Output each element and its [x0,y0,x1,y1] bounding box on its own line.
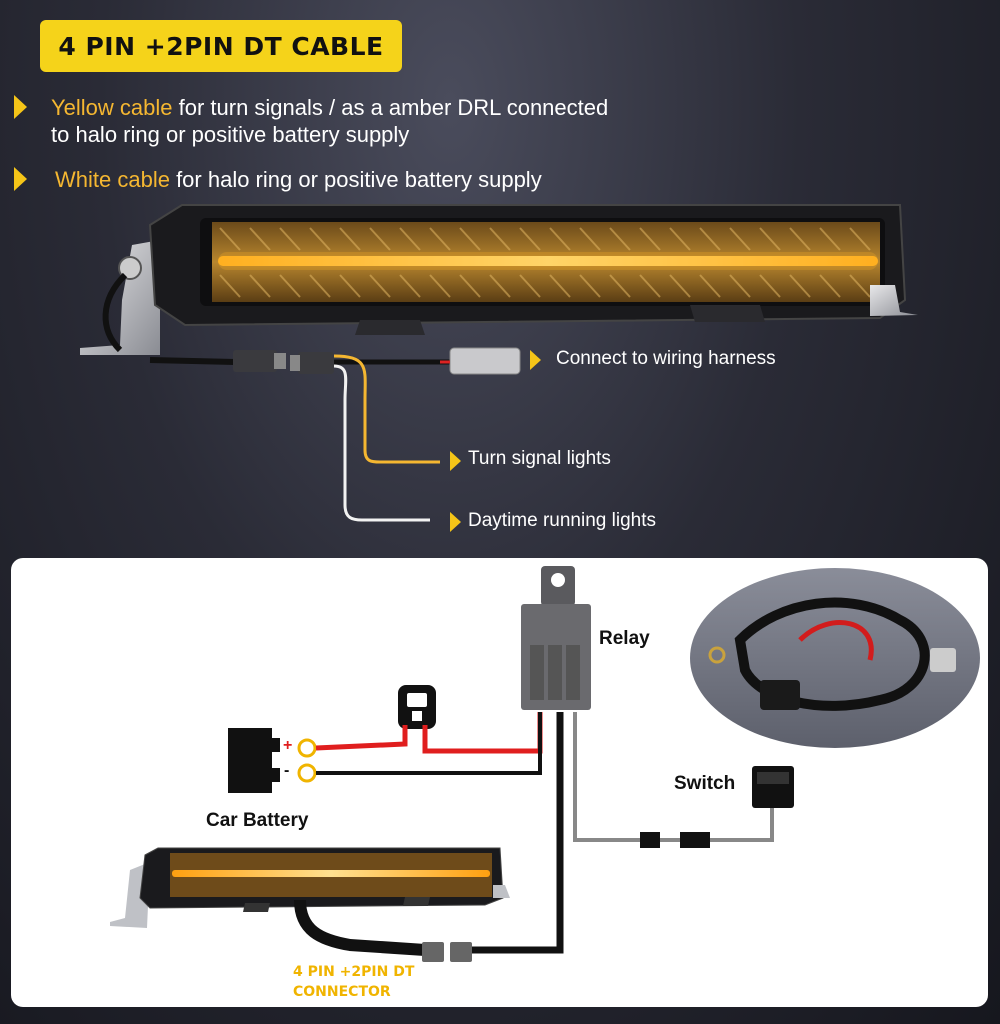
bullet-yellow-cable-line2: to halo ring or positive battery supply [51,122,410,147]
page-title: 4 PIN +2PIN DT CABLE [58,31,384,61]
black-wire-ground [316,712,542,775]
drl-strip [218,256,878,266]
diagram-light-bar [110,847,510,928]
connector-label: 4 PIN +2PIN DT CONNECTOR [293,962,414,1002]
yellow-wire [333,354,440,464]
white-wire [333,364,430,522]
switch-icon [752,766,794,808]
callout-arrow-icon [530,350,541,370]
yellow-cable-text: for turn signals / as a amber DRL connec… [172,95,609,120]
yellow-cable-highlight: Yellow cable [51,95,173,120]
title-badge: 4 PIN +2PIN DT CABLE [40,20,402,72]
dt-connector-male [233,350,277,372]
light-bar-cable [294,899,426,956]
switch-wire [573,712,774,842]
bullet-arrow-icon [14,95,27,119]
dt-connector-female [298,352,334,374]
light-bar-illustration [80,204,918,522]
callout-arrow-icon [450,512,461,532]
white-cable-highlight: White cable [55,167,170,192]
switch-label: Switch [674,773,736,794]
callout-drl: Daytime running lights [468,510,656,531]
callout-turn-signal: Turn signal lights [468,448,611,469]
fuse-icon [398,685,436,729]
car-battery-label: Car Battery [206,810,309,831]
callout-arrow-icon [450,451,461,471]
car-battery-icon [228,728,280,793]
relay-label: Relay [599,628,650,649]
battery-plus-label: + [283,737,293,754]
relay-icon [521,566,591,710]
bullet-white-cable: White cable for halo ring or positive ba… [55,166,542,193]
white-cable-text: for halo ring or positive battery supply [169,167,542,192]
black-wire-main [470,712,564,954]
callout-wiring-harness: Connect to wiring harness [556,348,776,369]
battery-minus-label: - [284,762,290,779]
connector-label-line1: 4 PIN +2PIN DT [293,964,415,980]
connector-label-line2: CONNECTOR [293,984,391,1000]
bullet-yellow-cable: Yellow cable for turn signals / as a amb… [51,94,608,121]
bullet-arrow-icon [14,167,27,191]
